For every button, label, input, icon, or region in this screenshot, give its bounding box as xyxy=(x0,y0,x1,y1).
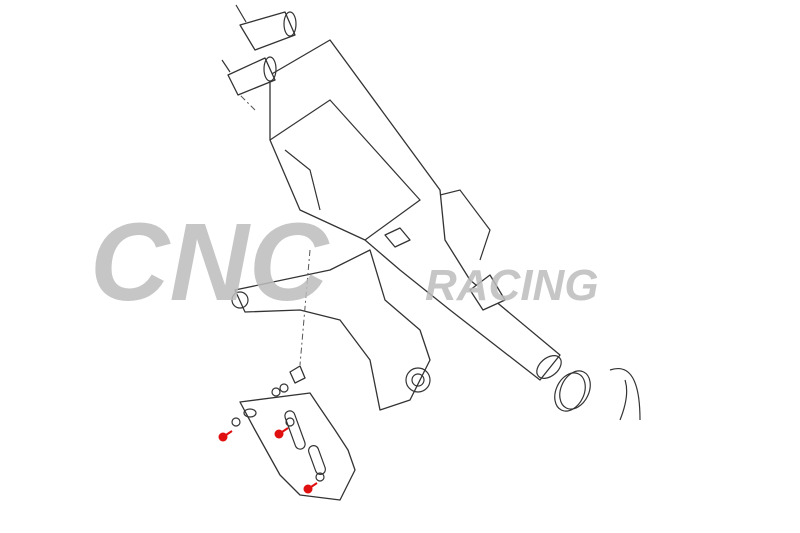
watermark-logo: CNC RACING xyxy=(90,201,599,324)
screw-1 xyxy=(218,432,228,442)
mounting-rubber-upper xyxy=(235,4,297,51)
heel-guard-bracket xyxy=(231,365,356,501)
screw-2 xyxy=(274,429,284,439)
mounting-rubber-lower xyxy=(221,56,277,96)
exhaust-clamp xyxy=(554,368,641,421)
muffler xyxy=(269,39,562,381)
watermark-brand: CNC xyxy=(90,201,330,324)
screws xyxy=(218,427,318,494)
watermark-sub: RACING xyxy=(425,261,599,310)
screw-3 xyxy=(303,484,313,494)
